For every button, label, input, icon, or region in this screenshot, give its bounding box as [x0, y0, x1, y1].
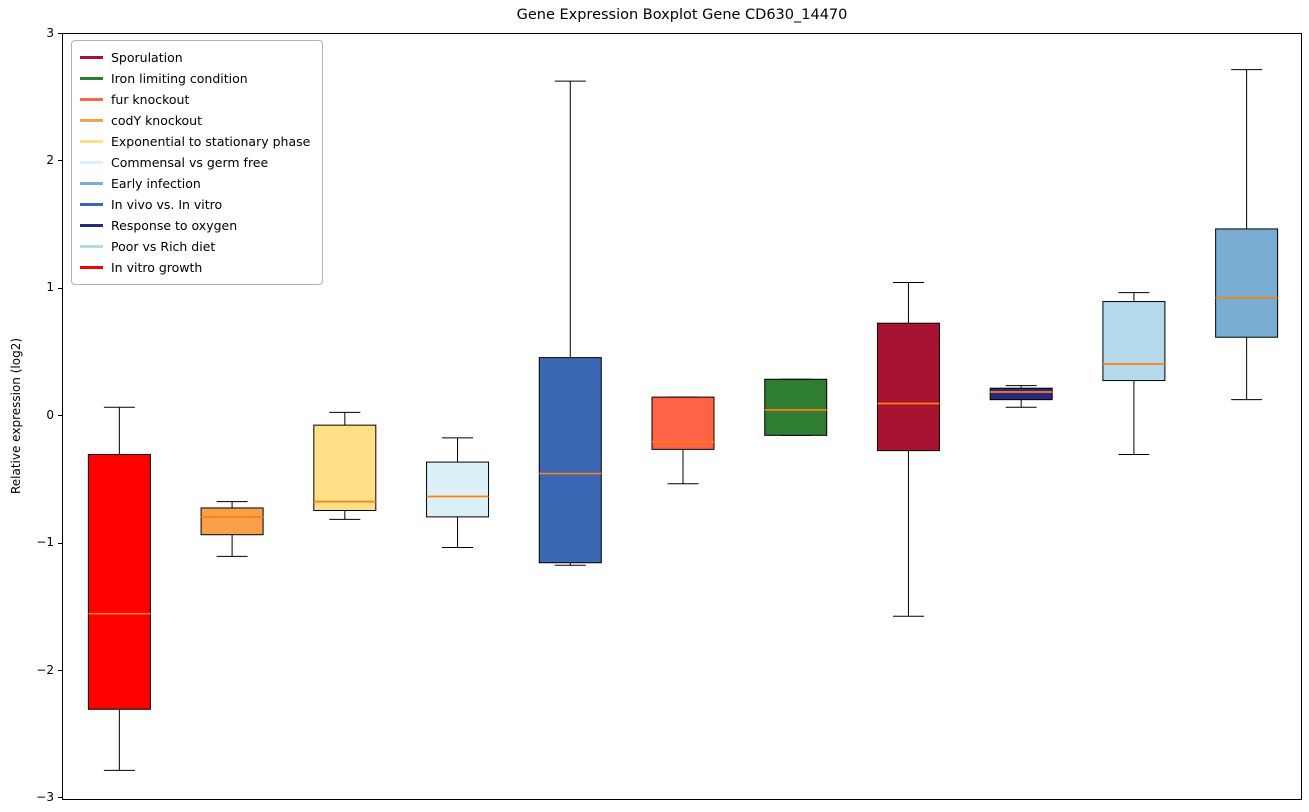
y-tick-mark: [58, 287, 62, 289]
legend-item-in-vitro-growth: In vitro growth: [80, 257, 310, 278]
legend-label: fur knockout: [111, 92, 190, 107]
legend-label: Commensal vs germ free: [111, 155, 269, 170]
legend-color-line: [80, 119, 103, 122]
boxplot-canvas: [87, 69, 1279, 771]
legend-label: Early infection: [111, 176, 201, 191]
box: [87, 453, 151, 710]
y-tick-label: −2: [36, 662, 54, 677]
legend-item-in-vivo-vs-in-vitro: In vivo vs. In vitro: [80, 194, 310, 215]
box: [1102, 301, 1166, 382]
legend-item-fur-knockout: fur knockout: [80, 89, 310, 110]
y-tick-mark: [58, 160, 62, 162]
legend-color-line: [80, 245, 103, 248]
boxplot-poor-vs-rich-diet: [1102, 292, 1166, 455]
boxplot-in-vivo-vs-in-vitro: [538, 80, 602, 566]
legend-color-line: [80, 98, 103, 101]
box: [876, 322, 940, 452]
y-tick-mark: [58, 670, 62, 672]
legend-item-commensal-vs-germ-free: Commensal vs germ free: [80, 152, 310, 173]
y-tick-mark: [58, 415, 62, 417]
boxplot-sporulation: [876, 281, 940, 617]
legend-color-line: [80, 224, 103, 227]
boxplot-early-infection: [1215, 69, 1279, 401]
legend-item-exponential-to-stationary-phase: Exponential to stationary phase: [80, 131, 310, 152]
y-tick-label: −3: [36, 789, 54, 804]
boxplot-response-to-oxygen: [989, 385, 1053, 408]
y-tick-mark: [58, 542, 62, 544]
legend-color-line: [80, 182, 103, 185]
box: [426, 461, 490, 518]
legend-color-line: [80, 266, 103, 269]
legend-label: Poor vs Rich diet: [111, 239, 216, 254]
y-tick-label: 1: [46, 280, 54, 295]
y-tick-mark: [58, 33, 62, 34]
boxplot-fur-knockout: [651, 396, 715, 485]
legend-color-line: [80, 161, 103, 164]
boxplot-exponential-to-stationary-phase: [313, 411, 377, 520]
box: [1215, 228, 1279, 338]
legend-label: Sporulation: [111, 50, 183, 65]
legend-item-cody-knockout: codY knockout: [80, 110, 310, 131]
legend-label: Exponential to stationary phase: [111, 134, 311, 149]
y-tick-label: 2: [46, 152, 54, 167]
box: [538, 357, 602, 564]
boxplot-cody-knockout: [200, 501, 264, 557]
legend-color-line: [80, 203, 103, 206]
legend-item-poor-vs-rich-diet: Poor vs Rich diet: [80, 236, 310, 257]
box: [313, 424, 377, 512]
y-tick-mark: [58, 797, 62, 799]
legend-item-response-to-oxygen: Response to oxygen: [80, 215, 310, 236]
legend-label: In vivo vs. In vitro: [111, 197, 223, 212]
boxplot-iron-limiting-condition: [764, 378, 828, 436]
y-tick-label: −1: [36, 535, 54, 550]
legend-color-line: [80, 140, 103, 143]
legend-label: In vitro growth: [111, 260, 203, 275]
legend-item-iron-limiting-condition: Iron limiting condition: [80, 68, 310, 89]
boxplot-in-vitro-growth: [87, 406, 151, 771]
box: [200, 507, 264, 536]
box: [989, 387, 1053, 401]
box: [651, 396, 715, 450]
legend-label: codY knockout: [111, 113, 203, 128]
legend-label: Response to oxygen: [111, 218, 238, 233]
y-tick-label: 0: [46, 407, 54, 422]
legend-item-sporulation: Sporulation: [80, 47, 310, 68]
y-tick-label: 3: [46, 25, 54, 40]
box: [764, 378, 828, 436]
legend-color-line: [80, 56, 103, 59]
legend-label: Iron limiting condition: [111, 71, 248, 86]
legend-color-line: [80, 77, 103, 80]
chart-title: Gene Expression Boxplot Gene CD630_14470: [516, 7, 848, 23]
legend-item-early-infection: Early infection: [80, 173, 310, 194]
boxplot-commensal-vs-germ-free: [426, 437, 490, 548]
